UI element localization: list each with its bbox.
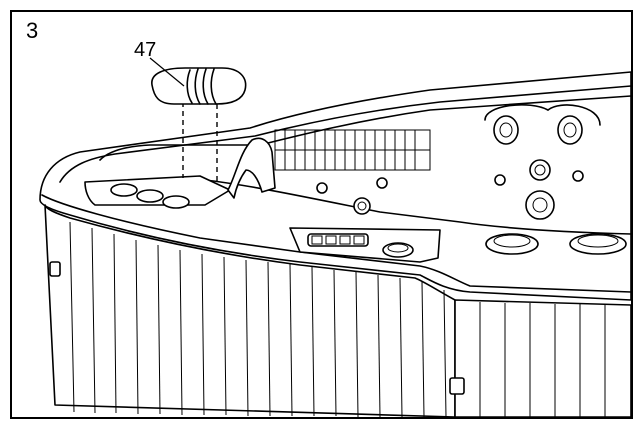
control-knob xyxy=(382,242,414,258)
corner-clip-left xyxy=(49,261,61,277)
seat-divider xyxy=(227,137,276,199)
callout-leader-47 xyxy=(149,57,185,87)
tub-inner-wall xyxy=(204,179,631,235)
cup-holder-2 xyxy=(136,189,164,203)
wall-jet-grid xyxy=(274,129,431,171)
jet-small-3 xyxy=(353,197,371,215)
headrest-pillow xyxy=(151,67,247,105)
skirt-right-panels xyxy=(479,302,606,417)
control-panel-display xyxy=(307,233,369,247)
rim-ledge-line xyxy=(59,85,631,183)
callout-label-47: 47 xyxy=(134,39,156,61)
foot-jet-1 xyxy=(485,233,539,255)
jet-small-2 xyxy=(376,177,388,189)
rim-front-edge xyxy=(41,194,631,293)
spa-rim-outline xyxy=(39,71,631,301)
jet-cluster-right xyxy=(484,104,601,220)
skirt-vertical-panels xyxy=(69,221,447,417)
control-panel-buttons xyxy=(311,235,365,245)
tub-opening xyxy=(99,95,631,161)
foot-jet-2 xyxy=(569,233,627,255)
corner-clip-right xyxy=(449,377,465,395)
cup-holder-3 xyxy=(162,195,190,209)
cup-holder-1 xyxy=(110,183,138,197)
cabinet-skirt xyxy=(44,204,456,417)
jet-small-1 xyxy=(316,182,328,194)
step-number: 3 xyxy=(26,18,39,43)
